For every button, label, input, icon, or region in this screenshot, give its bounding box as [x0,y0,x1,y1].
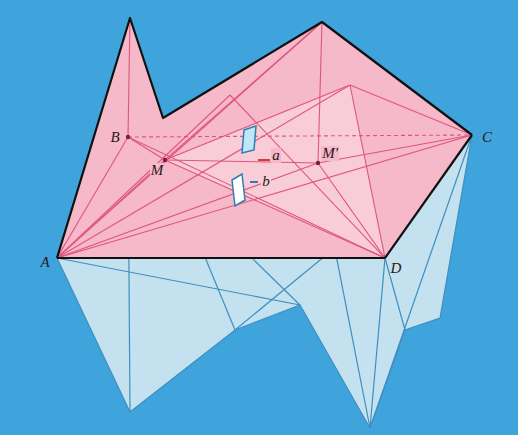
solid-edge [318,22,322,163]
points [126,135,320,165]
point-label: a [271,148,281,163]
outline [57,18,472,258]
point-label: M' [321,146,339,161]
point [126,135,130,139]
solid-edge [57,137,128,258]
point [316,161,320,165]
solid-edge [230,95,385,258]
vector-arrow [258,159,270,161]
reflected-edge [370,258,385,428]
solid-edge [165,85,350,160]
solid-edge [57,163,318,258]
solid-edge [57,135,472,258]
reflected-edge [57,258,300,305]
front-edge [385,135,472,258]
upper-solid [57,18,472,258]
point-label: D [390,261,403,276]
hidden-edge [128,135,472,137]
solid-edge [57,95,230,258]
solid-edge [128,18,130,137]
vector-plate [232,174,245,206]
point-label: B [109,130,120,145]
solid-edge [350,85,385,258]
solid-edges [57,18,472,258]
solid-edge [128,137,165,160]
solid-edge [57,22,322,258]
point-label: A [39,255,50,270]
solid-edge [318,135,472,163]
front-edge [57,257,385,259]
solid-edge [165,160,318,163]
point-label: b [261,174,271,189]
point-label: M [150,163,165,178]
inner-face [165,85,385,258]
vector-plate [242,126,256,153]
vector-arrow [250,181,258,183]
top-outline [57,18,472,258]
solid-edge [350,85,472,135]
reflected-edge [385,258,405,330]
solid-edge [165,22,322,160]
point-label: C [481,130,493,145]
